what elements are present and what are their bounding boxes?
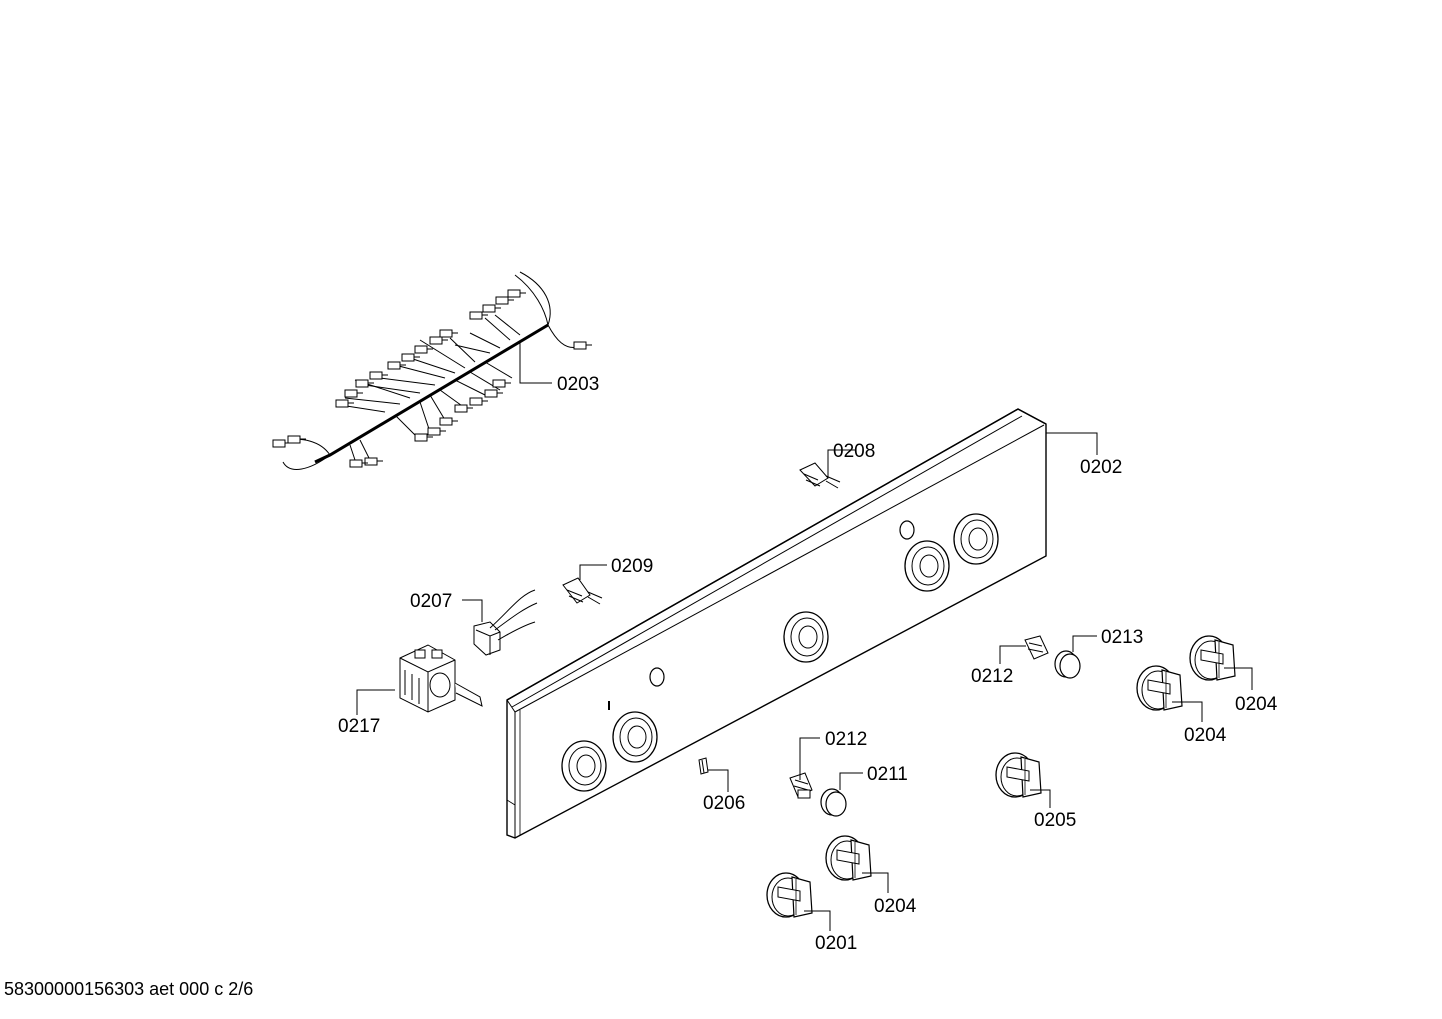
adapter-0212-lower [789,772,813,799]
label-0213: 0213 [1101,627,1143,648]
label-0206: 0206 [703,793,745,814]
selector-switch-0217 [399,644,483,713]
label-0209: 0209 [611,556,653,577]
label-0201: 0201 [815,933,857,954]
label-0211: 0211 [867,764,908,785]
document-id-footer: 58300000156303 aet 000 c 2/6 [4,979,254,999]
cap-0213 [1054,650,1081,679]
label-0205: 0205 [1034,810,1076,831]
knob-0204-right-upper [1189,635,1236,681]
label-0212-lower: 0212 [825,729,867,750]
control-panel [506,408,1047,839]
knob-0204-right-lower [1136,665,1183,711]
connector-0208 [799,462,841,489]
label-0204-right-upper: 0204 [1235,694,1278,715]
label-0208: 0208 [833,441,875,462]
label-0202: 0202 [1080,457,1122,478]
label-0217: 0217 [338,716,380,737]
connector-0209 [562,577,603,605]
label-0204-right-lower: 0204 [1184,725,1227,746]
adapter-0212-upper [1024,635,1049,660]
thermostat-0207 [473,589,538,656]
cap-0211 [820,788,847,817]
label-0204-bottom: 0204 [874,896,917,917]
leader-lines [356,342,1253,931]
wiring-harness [272,271,593,470]
label-0203: 0203 [557,374,599,395]
label-0212-upper: 0212 [971,666,1013,687]
knob-0201 [766,872,813,918]
label-0207: 0207 [410,591,452,612]
clip-0206 [698,757,709,775]
